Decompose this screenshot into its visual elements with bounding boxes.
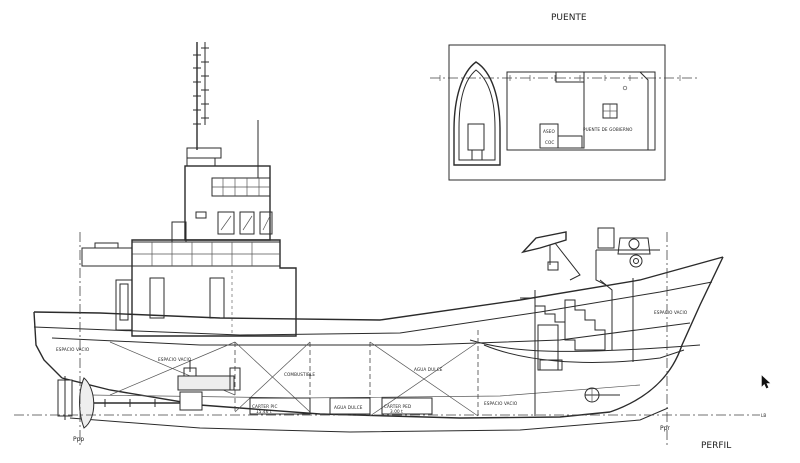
deckhouse xyxy=(81,239,297,337)
engine-block xyxy=(177,375,235,391)
bow-thruster xyxy=(584,387,620,403)
plan-title: PUENTE xyxy=(551,13,587,23)
wheelhouse-window-1 xyxy=(217,211,235,235)
deckhouse-plan xyxy=(506,71,656,151)
mouse-cursor-icon xyxy=(761,375,771,389)
crane-boom xyxy=(520,231,567,254)
profile-view: LB Ppp Ppr ESPACIO VACIO ESPACIO VACIO C… xyxy=(14,42,766,451)
deckhouse-bevel xyxy=(639,71,649,150)
plan-hatch-small xyxy=(471,149,483,161)
plan-wall xyxy=(539,72,585,149)
baseline-label: LB xyxy=(761,413,766,418)
wheelhouse-window-3 xyxy=(259,211,273,235)
plan-label-aseo: ASEO xyxy=(543,129,555,134)
plan-label-coc: COC xyxy=(545,140,554,145)
winch xyxy=(617,237,651,255)
wheelhouse xyxy=(171,165,273,243)
aft-perp-label: Ppp xyxy=(73,436,84,443)
tank-agua-dulce xyxy=(329,397,371,415)
wheelhouse-window-2 xyxy=(239,211,255,235)
plan-label-bridge: PUENTE DE GOBIERNO xyxy=(583,127,633,132)
hull-profile xyxy=(33,256,724,433)
stern-gear xyxy=(57,376,95,429)
label-espacio-vacio-aft: ESPACIO VACIO xyxy=(56,347,90,352)
bilge-line xyxy=(483,344,685,363)
fwd-perp-label: Ppr xyxy=(660,425,670,432)
mast xyxy=(193,42,259,178)
hull-plan-inner xyxy=(458,69,496,161)
label-espacio-vacio-fwd: ESPACIO VACIO xyxy=(654,310,688,315)
plan-room-coc xyxy=(557,135,583,149)
tank-carter-lower xyxy=(381,397,433,415)
stern-outline xyxy=(33,311,63,379)
deck-line xyxy=(33,281,713,336)
door-mid xyxy=(149,277,165,319)
propeller xyxy=(79,377,95,429)
bridge-plan-view: PUENTE ASEO COC PUENTE DE xyxy=(430,13,700,181)
label-carter-lower: CARTER PED xyxy=(384,404,411,409)
profile-title: PERFIL xyxy=(701,441,731,451)
label-agua-dulce-lower: AGUA DULCE xyxy=(334,405,363,410)
bow-stem xyxy=(609,256,724,413)
bottom-rise xyxy=(69,407,669,433)
label-carter-upper-val: 15.46 t xyxy=(256,409,272,414)
plan-hatch xyxy=(467,123,485,151)
tween-deck xyxy=(51,322,691,346)
door-fwd xyxy=(209,277,225,319)
label-espacio-vacio-mid: ESPACIO VACIO xyxy=(158,357,192,362)
plan-frame xyxy=(448,44,666,181)
forward-stairs xyxy=(520,279,613,371)
aft-shelter xyxy=(81,247,133,267)
label-carter-lower-val: 3.00 t xyxy=(390,409,403,414)
mast-base xyxy=(186,147,222,159)
door-aft xyxy=(115,279,133,331)
label-agua-dulce: AGUA DULCE xyxy=(414,367,443,372)
deck-crane xyxy=(520,227,660,286)
compartment-labels: ESPACIO VACIO ESPACIO VACIO COMBUSTIBLE … xyxy=(56,310,688,414)
label-carter-upper: CARTER PIC xyxy=(252,404,278,409)
label-espacio-vacio-bottom: ESPACIO VACIO xyxy=(484,401,518,406)
keel-line xyxy=(61,377,611,419)
hull-plan-outline xyxy=(453,61,501,166)
engine xyxy=(88,360,241,411)
tank-carter-upper xyxy=(249,397,311,415)
sheer-line xyxy=(33,256,724,321)
reference-lines: LB Ppp Ppr xyxy=(14,232,766,446)
label-combustible: COMBUSTIBLE xyxy=(284,372,315,377)
